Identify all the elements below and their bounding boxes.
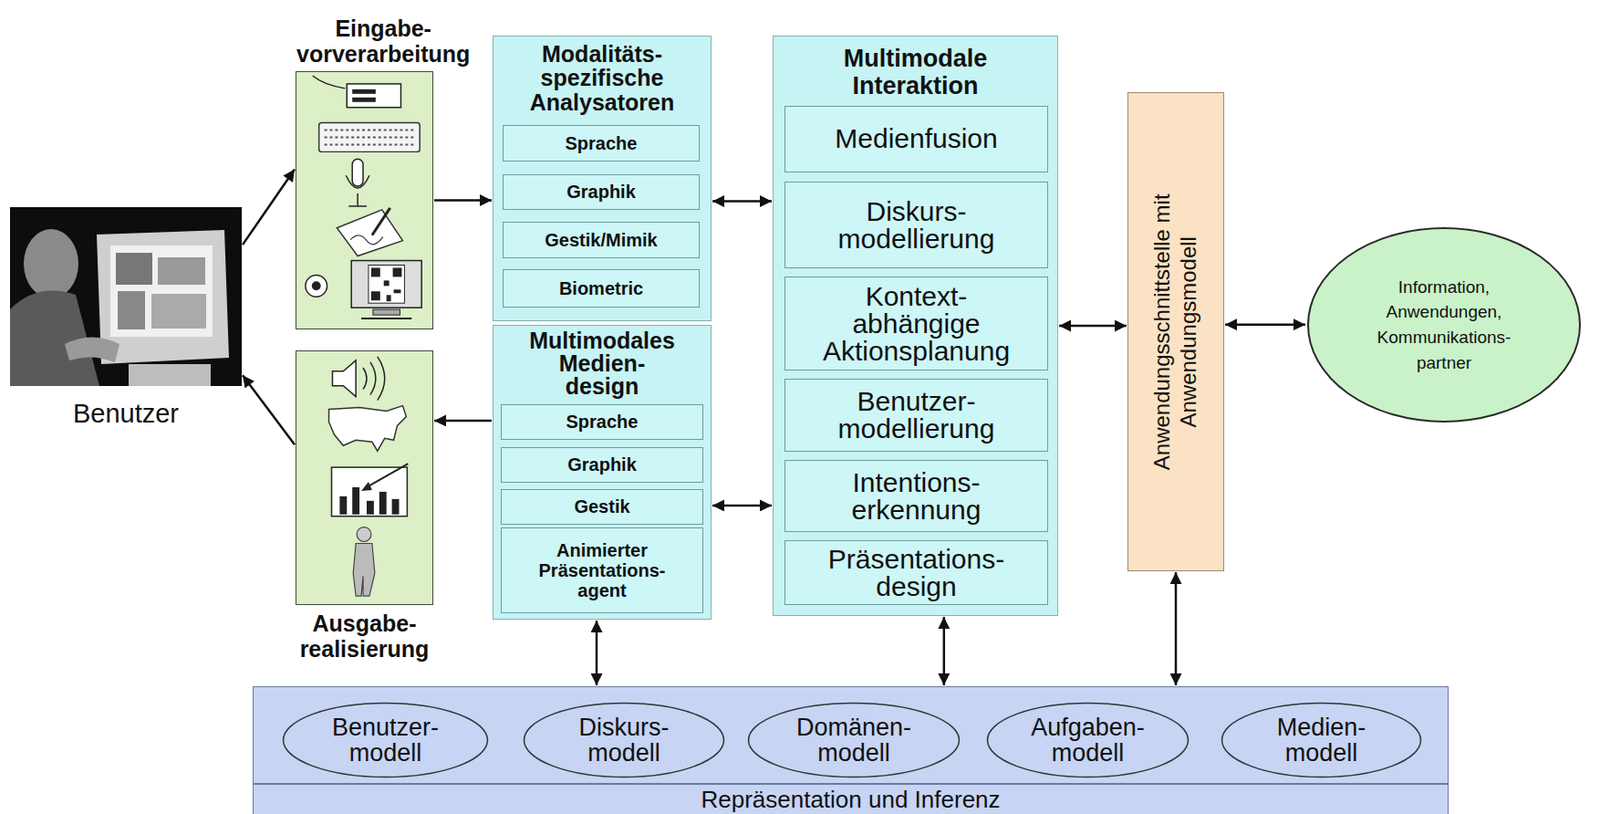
- box-label: Ausgabe- realisierung: [300, 611, 430, 662]
- user-illustration: [10, 207, 242, 386]
- model-band: Repräsentation und Inferenz Benutzer- mod…: [252, 685, 1449, 814]
- model-ellipse: Diskurs- modell: [522, 701, 726, 779]
- target-ellipse: Information, Anwendungen, Kommunikations…: [1306, 226, 1582, 424]
- box-label: Animierter Präsentations- agent: [539, 540, 666, 601]
- box-label: Modalitäts- spezifische Analysatoren: [529, 41, 675, 115]
- input-device-icons: [296, 72, 433, 329]
- box-label: Biometric: [559, 278, 644, 300]
- box-label: Diskurs- modellierung: [838, 197, 996, 253]
- connector-arrow: [434, 198, 492, 202]
- model-ellipse: Medien- modell: [1220, 701, 1423, 779]
- interaction-box: Präsentations- design: [784, 540, 1049, 605]
- box-label: Eingabe- vorverarbeitung: [296, 16, 470, 67]
- interaction-box: Diskurs- modellierung: [784, 181, 1049, 269]
- design-box: Graphik: [500, 446, 704, 483]
- output-media-icons: [296, 351, 433, 604]
- output-box: Ausgabe- realisierung: [295, 350, 434, 605]
- analyzer-box: Biometric: [502, 269, 700, 308]
- box-label: Multimodale Interaktion: [843, 45, 988, 100]
- interface-bar: Anwendungsschnittstelle mit Anwendungsmo…: [1127, 92, 1225, 572]
- analyzer-box: Graphik: [502, 174, 700, 210]
- design-box: Animierter Präsentations- agent: [500, 527, 704, 613]
- box-label: Gestik: [573, 496, 630, 518]
- box-label: Repräsentation und Inferenz: [253, 784, 1448, 814]
- design-box: Sprache: [500, 404, 704, 440]
- interaction-group: Multimodale InteraktionMedienfusionDisku…: [772, 35, 1059, 616]
- connector-arrow: [242, 374, 295, 445]
- user-photo: Benutzer: [10, 207, 242, 386]
- box-label: Kontext- abhängige Aktionsplanung: [822, 282, 1010, 365]
- connector-arrow: [434, 419, 492, 423]
- box-label: Präsentations- design: [828, 545, 1005, 601]
- analyzer-box: Sprache: [502, 124, 700, 162]
- box-label: Medien- modell: [1277, 714, 1367, 767]
- connector-arrow: [242, 169, 295, 246]
- connector-arrow: [1174, 571, 1178, 686]
- box-label: Graphik: [567, 454, 637, 476]
- interaction-box: Intentions- erkennung: [784, 459, 1049, 532]
- analyzer-box: Gestik/Mimik: [502, 221, 700, 259]
- interaction-box: Benutzer- modellierung: [784, 378, 1049, 452]
- box-label: Gestik/Mimik: [544, 229, 657, 251]
- connector-arrow: [712, 504, 772, 508]
- box-label: Domänen- modell: [796, 714, 912, 767]
- box-label: Information, Anwendungen, Kommunikations…: [1377, 274, 1512, 375]
- box-label: Aufgaben- modell: [1030, 714, 1145, 767]
- analyzer-group: Modalitäts- spezifische AnalysatorenSpra…: [492, 35, 712, 322]
- model-ellipse: Domänen- modell: [747, 701, 961, 779]
- design-box: Gestik: [500, 488, 704, 525]
- box-label: Benutzer- modellierung: [838, 387, 996, 443]
- connector-arrow: [1225, 322, 1306, 326]
- box-label: Benutzer: [10, 398, 242, 429]
- box-label: Multimodales Medien- design: [529, 329, 676, 398]
- box-label: Sprache: [565, 133, 638, 155]
- box-label: Graphik: [566, 181, 636, 203]
- box-label: Anwendungsschnittstelle mit Anwendungsmo…: [1149, 181, 1203, 483]
- input-box: Eingabe- vorverarbeitung: [295, 71, 434, 330]
- connector-arrow: [712, 199, 772, 203]
- box-label: Sprache: [566, 411, 639, 433]
- design-group: Multimodales Medien- designSpracheGraphi…: [492, 324, 712, 620]
- model-ellipse: Aufgaben- modell: [986, 701, 1190, 779]
- connector-arrow: [595, 620, 599, 686]
- interaction-box: Medienfusion: [784, 105, 1049, 173]
- box-label: Benutzer- modell: [332, 714, 439, 767]
- box-label: Intentions- erkennung: [851, 468, 982, 524]
- model-ellipse: Benutzer- modell: [281, 701, 489, 779]
- connector-arrow: [1059, 324, 1127, 328]
- box-label: Medienfusion: [834, 123, 998, 156]
- ellipse-outline: [1306, 226, 1582, 424]
- connector-arrow: [943, 616, 946, 686]
- interaction-box: Kontext- abhängige Aktionsplanung: [784, 276, 1049, 371]
- box-label: Diskurs- modell: [579, 714, 670, 767]
